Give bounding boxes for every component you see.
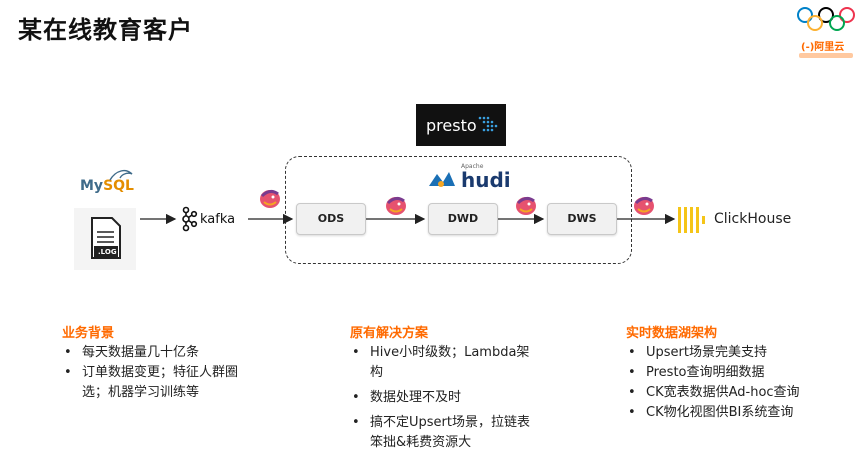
log-label: .LOG [98, 248, 117, 256]
kafka-logo: kafka [180, 204, 244, 234]
presto-dots-icon [478, 116, 498, 132]
list-item: Upsert场景完美支持 [626, 343, 856, 363]
hudi-bird-icon [429, 172, 455, 187]
dolphin-icon [109, 169, 133, 181]
bullet-list: Upsert场景完美支持 Presto查询明细数据 CK宽表数据供Ad-hoc查… [626, 343, 856, 423]
flink-squirrel-icon [516, 196, 536, 215]
presto-label: presto [426, 116, 477, 135]
mysql-label: MySQL [80, 178, 134, 194]
olympic-rings-icon [797, 7, 855, 31]
log-file: .LOG [74, 208, 136, 270]
brand-logo: (-)阿里云 [795, 5, 857, 69]
list-item: Presto查询明细数据 [626, 363, 856, 383]
list-item: 订单数据变更；特征人群圈选；机器学习训练等 [62, 363, 262, 403]
list-item: 数据处理不及时 [350, 388, 540, 408]
kafka-icon [182, 206, 198, 232]
flow-arrows [140, 213, 676, 225]
brand-subtitle-bar [799, 53, 853, 58]
kafka-label: kafka [200, 212, 236, 227]
section-heading: 业务背景 [62, 326, 115, 341]
flink-squirrel-icon [634, 196, 654, 215]
layer-dws: DWS [547, 203, 617, 235]
layer-dwd: DWD [428, 203, 498, 235]
flink-squirrel-icon [260, 189, 280, 208]
clickhouse-label: ClickHouse [714, 211, 792, 227]
original-solution-section: 原有解决方案 Hive小时级数；Lambda架构 数据处理不及时 搞不定Upse… [350, 322, 540, 458]
list-item: 搞不定Upsert场景，拉链表笨拙&耗费资源大 [350, 413, 540, 453]
section-heading: 原有解决方案 [350, 326, 429, 341]
hudi-logo: Apache hudi [427, 163, 511, 192]
log-file-icon [91, 217, 121, 259]
layer-ods: ODS [296, 203, 366, 235]
list-item: 每天数据量几十亿条 [62, 343, 262, 363]
presto-logo: presto [416, 104, 506, 146]
section-heading: 实时数据湖架构 [626, 326, 718, 341]
mysql-logo: MySQL [78, 168, 138, 198]
hudi-label: hudi [461, 168, 511, 192]
list-item: CK宽表数据供Ad-hoc查询 [626, 383, 856, 403]
realtime-lake-section: 实时数据湖架构 Upsert场景完美支持 Presto查询明细数据 CK宽表数据… [626, 322, 856, 423]
hudi-apache-label: Apache [461, 163, 484, 170]
business-background-section: 业务背景 每天数据量几十亿条 订单数据变更；特征人群圈选；机器学习训练等 [62, 322, 262, 403]
bullet-list: 每天数据量几十亿条 订单数据变更；特征人群圈选；机器学习训练等 [62, 343, 262, 403]
clickhouse-logo: ClickHouse [678, 205, 798, 235]
aliyun-brand-text: (-)阿里云 [801, 42, 845, 53]
list-item: Hive小时级数；Lambda架构 [350, 343, 540, 383]
page-title: 某在线教育客户 [18, 16, 193, 44]
bullet-list: Hive小时级数；Lambda架构 数据处理不及时 搞不定Upsert场景，拉链… [350, 343, 540, 453]
flink-squirrel-icon [386, 196, 406, 215]
hudi-data-lake-boundary [285, 156, 632, 264]
clickhouse-bars-icon [678, 207, 705, 233]
list-item: CK物化视图供BI系统查询 [626, 403, 856, 423]
